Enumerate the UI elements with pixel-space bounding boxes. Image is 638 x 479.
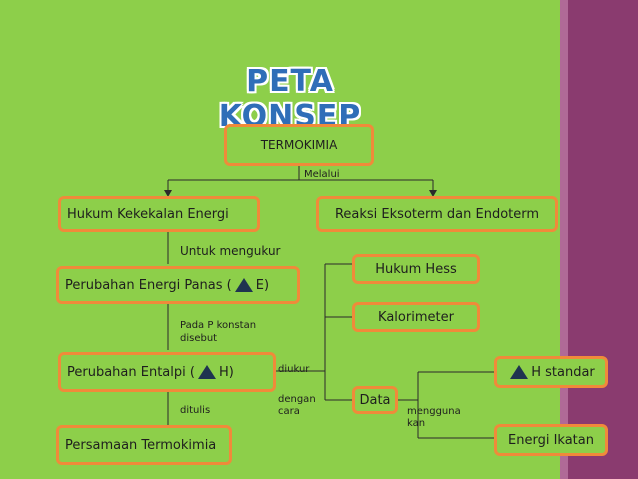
side-band	[568, 0, 638, 479]
label-untuk-mengukur: Untuk mengukur	[180, 244, 281, 258]
node-h-standar-label: H standar	[531, 364, 595, 380]
node-hukum-kekekalan-energi[interactable]: Hukum Kekekalan Energi	[58, 196, 260, 232]
node-data-label: Data	[359, 392, 391, 408]
node-perubahan-energi-label-post: E)	[255, 277, 270, 293]
delta-triangle-icon	[197, 365, 216, 379]
node-h-standar[interactable]: H standar	[494, 356, 608, 388]
node-persamaan-termokimia[interactable]: Persamaan Termokimia	[56, 425, 232, 465]
node-kalorimeter-label: Kalorimeter	[378, 309, 454, 325]
delta-triangle-icon	[234, 278, 253, 292]
label-pada-p-konstan-line1: Pada P konstan	[180, 320, 257, 331]
label-dengan-cara-line1: dengan	[278, 394, 316, 405]
node-reaksi-label: Reaksi Eksoterm dan Endoterm	[334, 206, 540, 222]
node-hukum-kekekalan-energi-label: Hukum Kekekalan Energi	[67, 206, 229, 222]
node-data[interactable]: Data	[352, 386, 398, 414]
node-termokimia[interactable]: TERMOKIMIA	[224, 124, 374, 166]
label-dengan-cara-line2: cara	[278, 406, 300, 417]
node-entalpi-label-pre: Perubahan Entalpi (	[67, 364, 195, 380]
label-mengguna-line2: kan	[407, 418, 426, 429]
label-melalui: Melalui	[304, 169, 340, 180]
node-kalorimeter[interactable]: Kalorimeter	[352, 302, 480, 332]
node-hukum-hess-label: Hukum Hess	[375, 261, 457, 277]
arrowhead-hukum-kekekalan	[164, 190, 172, 197]
side-strip	[560, 0, 568, 479]
label-mengguna-line1: mengguna	[407, 406, 461, 417]
node-termokimia-label: TERMOKIMIA	[260, 138, 338, 152]
node-energi-ikatan-label: Energi Ikatan	[508, 432, 594, 448]
node-perubahan-energi-panas[interactable]: Perubahan Energi Panas ( E)	[56, 266, 300, 304]
node-persamaan-label: Persamaan Termokimia	[65, 437, 217, 453]
node-hukum-hess[interactable]: Hukum Hess	[352, 254, 480, 284]
arrowhead-reaksi	[429, 190, 437, 197]
node-entalpi-label-post: H)	[218, 364, 234, 380]
delta-triangle-icon	[510, 365, 529, 379]
node-reaksi-eksoterm-endoterm[interactable]: Reaksi Eksoterm dan Endoterm	[316, 196, 558, 232]
label-ditulis: ditulis	[180, 405, 211, 416]
node-perubahan-entalpi[interactable]: Perubahan Entalpi ( H)	[58, 352, 276, 392]
label-pada-p-konstan-line2: disebut	[180, 333, 218, 344]
label-diukur: diukur	[278, 364, 310, 375]
node-energi-ikatan[interactable]: Energi Ikatan	[494, 424, 608, 456]
node-perubahan-energi-label-pre: Perubahan Energi Panas (	[65, 277, 232, 293]
